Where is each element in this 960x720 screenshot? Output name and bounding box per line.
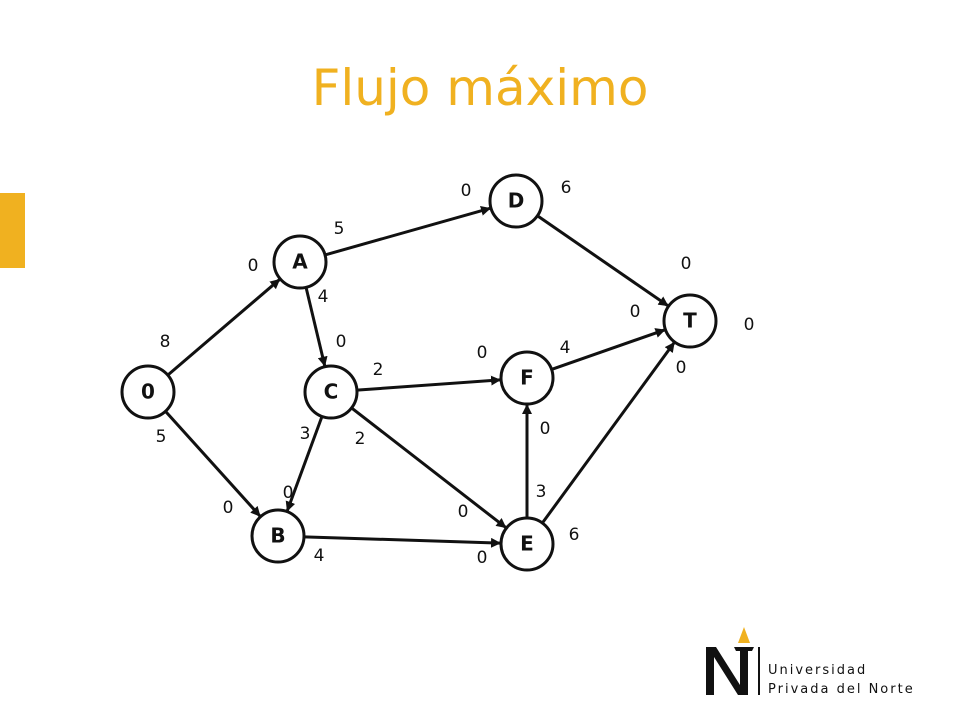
node-circle [488, 173, 544, 229]
edge-label-c-f-flow: 0 [477, 343, 488, 363]
slide-title: Flujo máximo [311, 59, 649, 117]
node-circle [662, 293, 718, 349]
side-accent-bar [0, 193, 25, 268]
university-logo-icon [706, 627, 760, 695]
edge-d-t [536, 214, 669, 307]
edge-label-d-t-flow: 0 [681, 254, 692, 274]
node-label: F [520, 366, 534, 390]
edge-label-a-d-capacity: 5 [334, 219, 345, 239]
edge-label-a-c-capacity: 4 [318, 287, 329, 307]
edge-s-a [166, 278, 281, 377]
node-label: A [292, 250, 308, 274]
node-label: 0 [141, 380, 155, 404]
edge-label-s-a-capacity: 8 [160, 332, 171, 352]
edge-label-s-b-flow: 0 [223, 498, 234, 518]
edge-f-t [551, 328, 666, 371]
edge-b-e [303, 535, 502, 548]
node-t-side-label: 0 [744, 315, 755, 335]
node-label: C [324, 380, 339, 404]
node-a: A [272, 234, 328, 290]
edge-label-f-t-flow: 0 [630, 302, 641, 322]
edge-label-d-t-capacity: 6 [561, 178, 572, 198]
node-circle [272, 234, 328, 290]
edge-label-e-t-flow: 0 [676, 358, 687, 378]
node-label: E [520, 532, 534, 556]
node-label: T [683, 309, 697, 333]
node-circle [499, 350, 555, 406]
edge-label-e-f-flow: 0 [540, 419, 551, 439]
node-circle [499, 516, 555, 572]
edge-label-s-a-flow: 0 [248, 256, 259, 276]
edge-label-c-f-capacity: 2 [373, 360, 384, 380]
node-d: D [488, 173, 544, 229]
edge-label-e-t-capacity: 6 [569, 525, 580, 545]
edge-label-s-b-capacity: 5 [156, 427, 167, 447]
edge-label-a-c-flow: 0 [336, 332, 347, 352]
logo-text-line2: Privada del Norte [768, 682, 915, 697]
edge-labels-layer: 8 0 5 0 5 0 4 0 2 0 3 0 2 0 4 0 3 0 4 0 6 0 6 0 0 [156, 178, 755, 568]
edge-s-b [164, 410, 262, 517]
edge-label-e-f-capacity: 3 [536, 482, 547, 502]
node-f: F [499, 350, 555, 406]
edge-c-e [350, 406, 507, 529]
node-e: E [499, 516, 555, 572]
edge-e-t [541, 341, 676, 524]
node-circle [303, 364, 359, 420]
edge-label-c-b-flow: 0 [283, 483, 294, 503]
node-s: 0 [120, 364, 176, 420]
edge-c-f [356, 375, 502, 392]
edge-label-c-e-capacity: 2 [355, 429, 366, 449]
edge-a-c [304, 286, 328, 367]
edge-label-c-e-flow: 0 [458, 502, 469, 522]
node-label: B [270, 524, 285, 548]
edges-layer [164, 205, 676, 548]
node-circle [120, 364, 176, 420]
node-label: D [508, 189, 525, 213]
node-b: B [250, 508, 306, 564]
node-t: T [662, 293, 718, 349]
edge-label-c-b-capacity: 3 [300, 424, 311, 444]
edge-a-d [324, 205, 491, 257]
edge-label-f-t-capacity: 4 [560, 338, 571, 358]
node-circle [250, 508, 306, 564]
edge-label-b-e-flow: 0 [477, 548, 488, 568]
logo-text-line1: Universidad [768, 663, 868, 678]
edge-label-a-d-flow: 0 [461, 181, 472, 201]
node-c: C [303, 364, 359, 420]
edge-c-b [285, 415, 324, 512]
edge-label-b-e-capacity: 4 [314, 546, 325, 566]
